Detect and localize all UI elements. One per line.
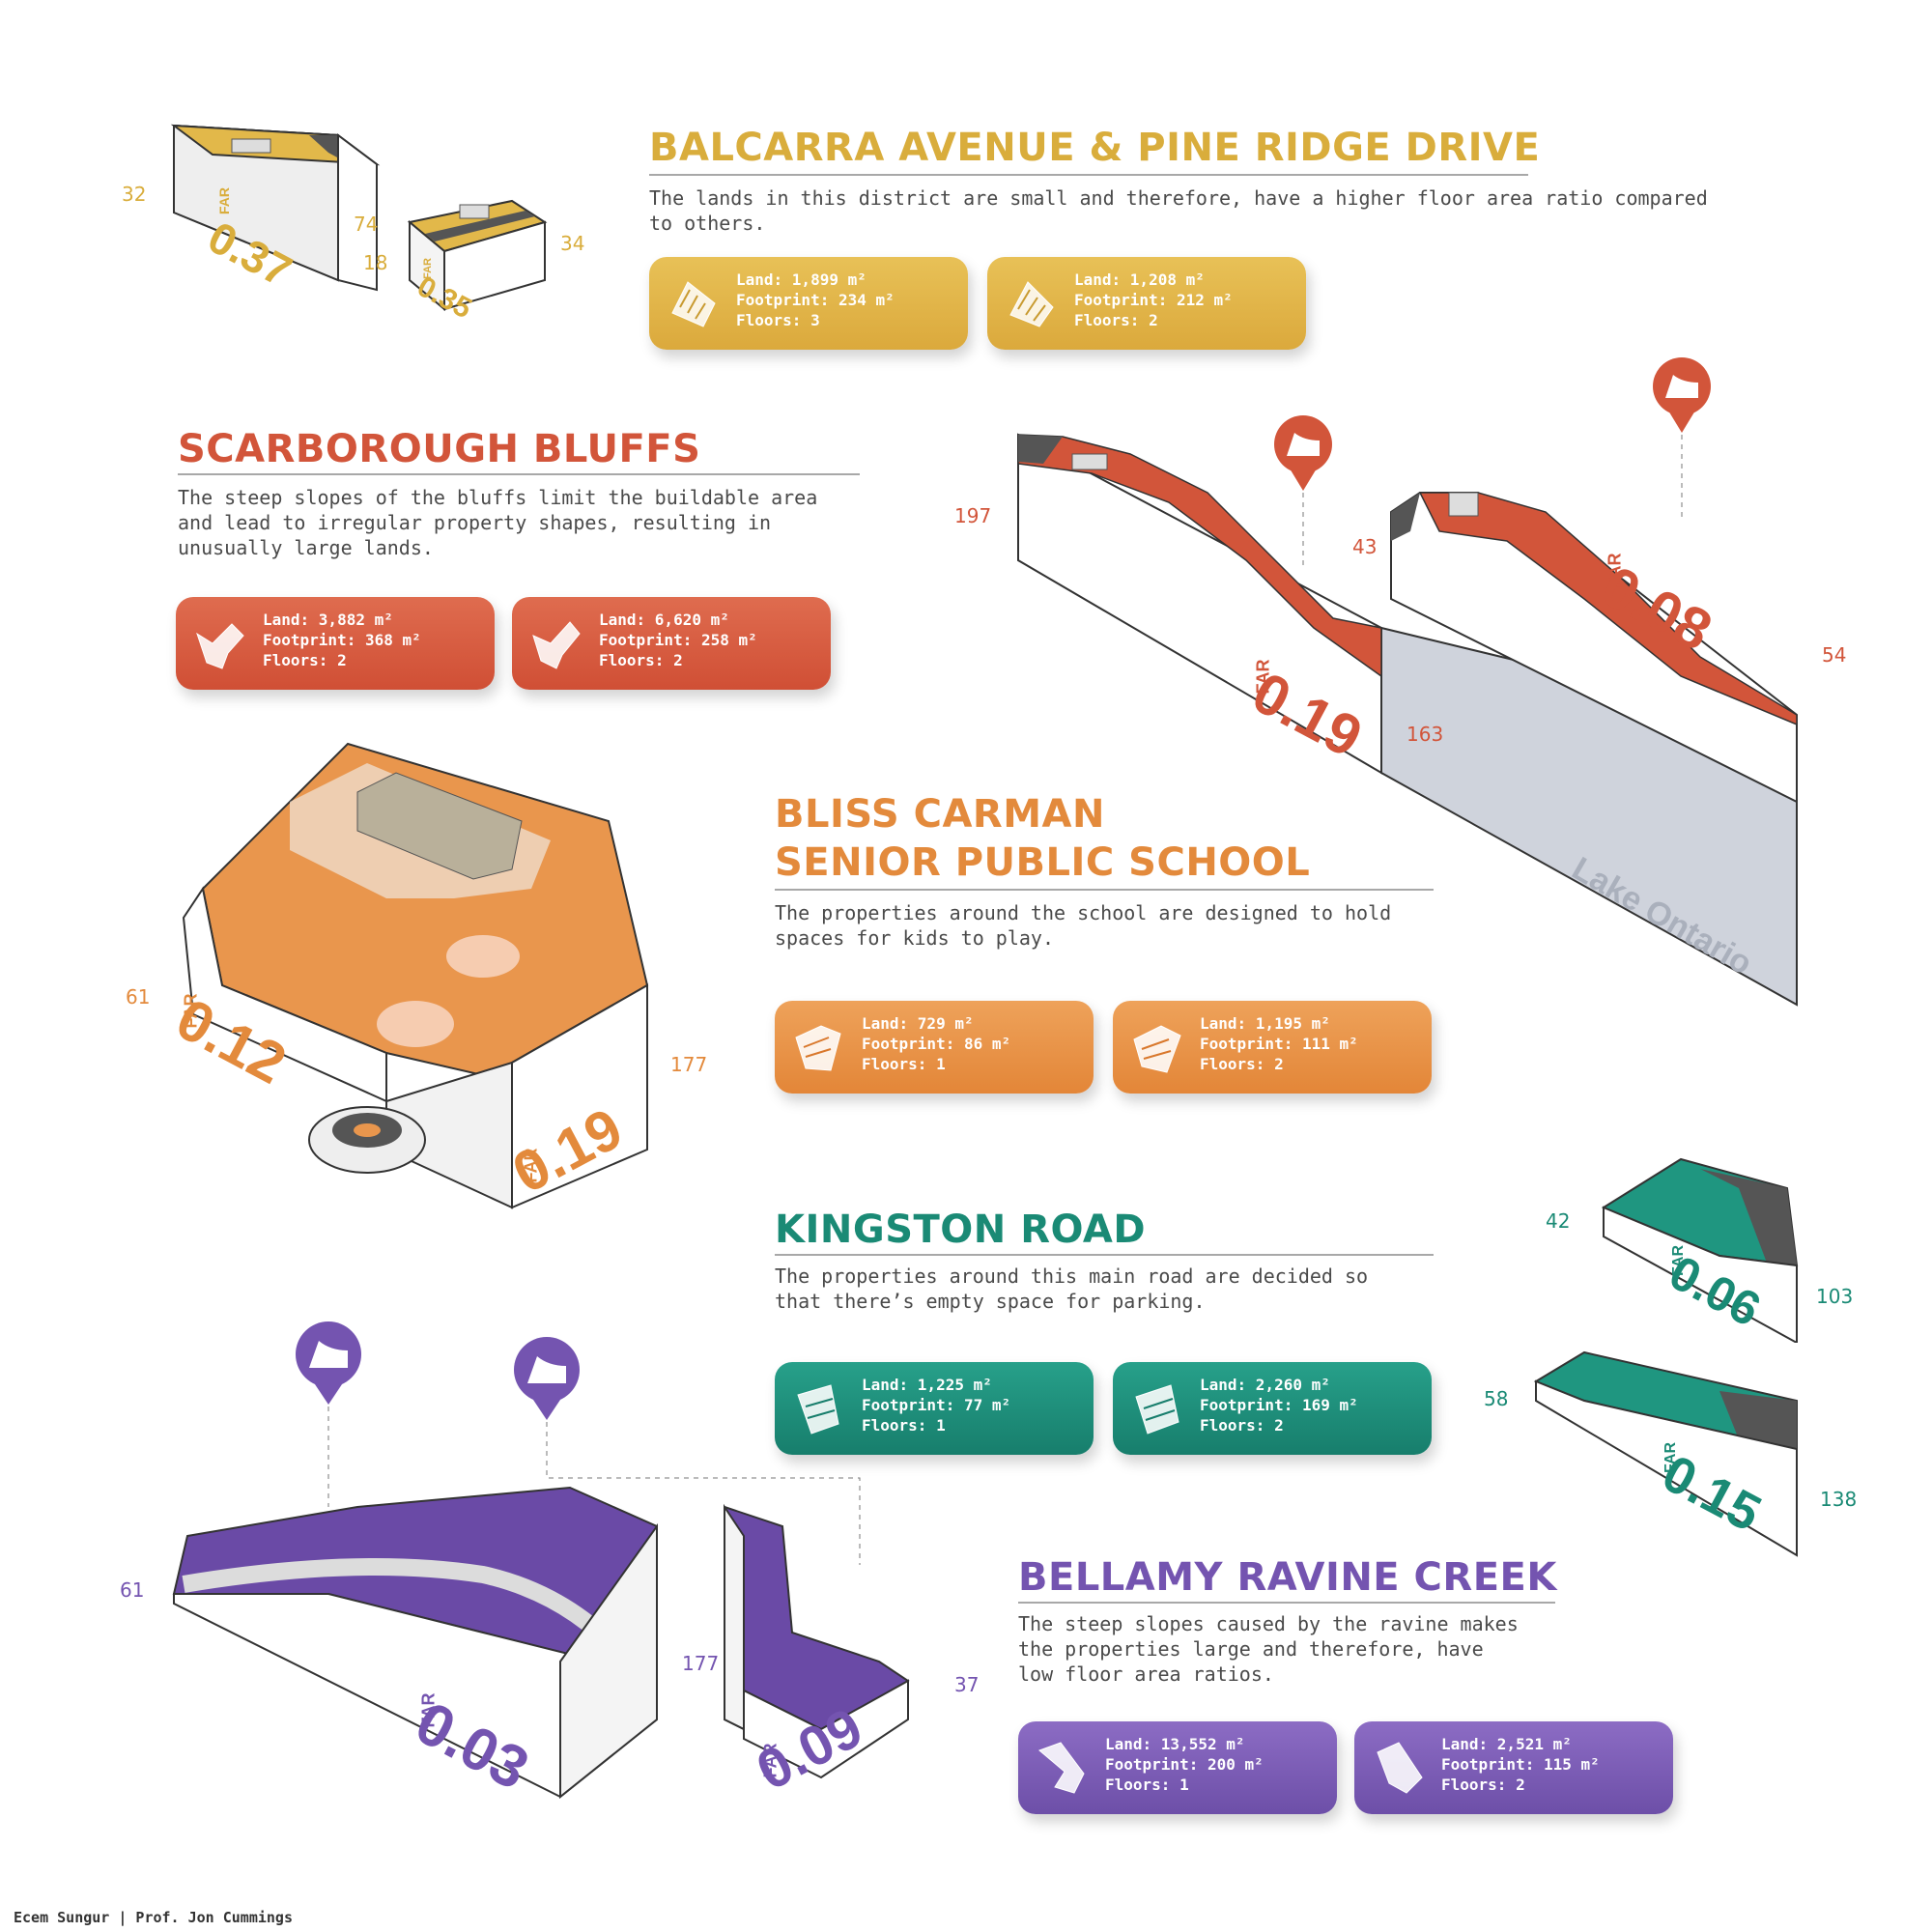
card-footprint: Footprint: 212 m² [1074,291,1233,309]
balcarra-lot-diagram [170,124,381,292]
card-footprint: Footprint: 169 m² [1200,1396,1358,1414]
balcarra-lot-diagram [407,199,548,312]
slope-pin-icon [1653,357,1711,522]
card-footprint: Footprint: 368 m² [263,631,421,649]
property-card: Land: 3,882 m² Footprint: 368 m² Floors:… [176,597,495,690]
dimension-label: 34 [560,232,585,255]
card-land: Land: 2,260 m² [1200,1376,1330,1394]
card-footprint: Footprint: 234 m² [736,291,895,309]
property-card: Land: 1,195 m² Footprint: 111 m² Floors:… [1113,1001,1432,1094]
title-rule [1018,1602,1555,1604]
card-floors: Floors: 2 [599,651,683,669]
dimension-label: 61 [126,985,151,1009]
property-card: Land: 1,225 m² Footprint: 77 m² Floors: … [775,1362,1094,1455]
card-land: Land: 1,899 m² [736,270,867,289]
parcel-icon [1377,1742,1423,1794]
card-floors: Floors: 1 [1105,1776,1189,1794]
card-floors: Floors: 1 [862,1416,946,1435]
title-rule [775,889,1434,891]
bliss-school-diagram [182,742,649,1209]
dimension-label: 74 [354,213,379,236]
dimension-label: 58 [1484,1387,1509,1410]
dimension-label: 18 [363,251,388,274]
dimension-label: 61 [120,1578,145,1602]
title-rule [649,174,1528,176]
card-footprint: Footprint: 200 m² [1105,1755,1264,1774]
parcel-icon [1135,1384,1179,1435]
dimension-label: 32 [122,183,147,206]
card-land: Land: 13,552 m² [1105,1735,1245,1753]
parcel-icon [797,1384,839,1435]
card-land: Land: 1,225 m² [862,1376,992,1394]
dimension-label: 138 [1820,1488,1858,1511]
card-floors: Floors: 2 [1441,1776,1525,1794]
section-title-bliss: BLISS CARMAN SENIOR PUBLIC SCHOOL [775,792,1311,885]
bellamy-ravine-diagram [172,1321,910,1800]
dimension-label: 163 [1406,723,1444,746]
section-description-kingston: The properties around this main road are… [775,1264,1369,1313]
section-title-bellamy: BELLAMY RAVINE CREEK [1018,1555,1557,1600]
property-card: Land: 1,208 m² Footprint: 212 m² Floors:… [987,257,1306,350]
card-floors: Floors: 1 [862,1055,946,1073]
card-floors: Floors: 2 [1074,311,1158,329]
card-floors: Floors: 2 [263,651,347,669]
card-land: Land: 729 m² [862,1014,974,1033]
property-card: Land: 1,899 m² Footprint: 234 m² Floors:… [649,257,968,350]
section-title-balcarra: BALCARRA AVENUE & PINE RIDGE DRIVE [649,126,1541,170]
section-description-balcarra: The lands in this district are small and… [649,186,1708,235]
title-rule [775,1254,1434,1256]
bluffs-section-diagram [1017,357,1798,1007]
parcel-icon [196,623,244,669]
card-footprint: Footprint: 258 m² [599,631,757,649]
kingston-lot-diagram [1601,1157,1799,1343]
parcel-icon [795,1025,841,1071]
parcel-icon [1009,281,1054,327]
card-floors: Floors: 3 [736,311,820,329]
section-description-bliss: The properties around the school are des… [775,901,1392,950]
card-land: Land: 1,195 m² [1200,1014,1330,1033]
slope-pin-icon [296,1321,361,1507]
parcel-icon [671,281,716,327]
slope-pin-icon [514,1337,861,1565]
dimension-label: 177 [682,1652,720,1675]
card-land: Land: 1,208 m² [1074,270,1205,289]
card-land: Land: 3,882 m² [263,611,393,629]
dimension-label: 54 [1822,643,1847,667]
property-card: Land: 729 m² Footprint: 86 m² Floors: 1 [775,1001,1094,1094]
card-footprint: Footprint: 86 m² [862,1035,1011,1053]
property-card: Land: 2,521 m² Footprint: 115 m² Floors:… [1354,1721,1673,1814]
dimension-label: 43 [1352,535,1378,558]
title-rule [178,473,860,475]
dimension-label: 37 [954,1673,980,1696]
dimension-label: 103 [1816,1285,1854,1308]
property-card: Land: 6,620 m² Footprint: 258 m² Floors:… [512,597,831,690]
card-land: Land: 2,521 m² [1441,1735,1572,1753]
card-floors: Floors: 2 [1200,1416,1284,1435]
section-description-bellamy: The steep slopes caused by the ravine ma… [1018,1612,1519,1686]
parcel-icon [532,621,581,669]
property-card: Land: 2,260 m² Footprint: 169 m² Floors:… [1113,1362,1432,1455]
card-footprint: Footprint: 111 m² [1200,1035,1358,1053]
dimension-label: 177 [670,1053,708,1076]
card-footprint: Footprint: 115 m² [1441,1755,1600,1774]
section-title-bluffs: SCARBOROUGH BLUFFS [178,427,701,471]
dimension-label: 42 [1546,1209,1571,1233]
card-land: Land: 6,620 m² [599,611,729,629]
author-credit: Ecem Sungur | Prof. Jon Cummings [14,1909,293,1926]
card-floors: Floors: 2 [1200,1055,1284,1073]
kingston-lot-diagram [1533,1350,1798,1557]
slope-pin-icon [1274,415,1332,570]
dimension-label: 197 [954,504,992,527]
card-footprint: Footprint: 77 m² [862,1396,1011,1414]
section-description-bluffs: The steep slopes of the bluffs limit the… [178,486,818,559]
parcel-icon [1133,1025,1181,1073]
property-card: Land: 13,552 m² Footprint: 200 m² Floors… [1018,1721,1337,1814]
section-title-kingston: KINGSTON ROAD [775,1208,1147,1252]
parcel-icon [1038,1742,1085,1794]
